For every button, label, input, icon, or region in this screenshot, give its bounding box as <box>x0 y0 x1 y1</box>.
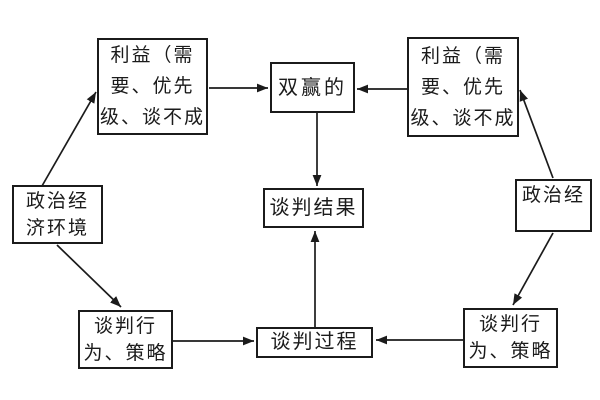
node-process-label: 谈判过程 <box>270 331 359 353</box>
node-behavior-right: 谈判行 为、策略 <box>463 308 558 368</box>
edge-environment-right-to-behavior-right <box>512 232 554 306</box>
node-interests-left: 利益（需 要、优先 级、谈不成 <box>97 38 208 135</box>
node-outcome: 谈判结果 <box>263 188 364 228</box>
edge-environment-left-to-interests-left <box>41 91 97 187</box>
node-outcome-label: 谈判结果 <box>269 196 358 219</box>
node-environment-left: 政治经 济环境 <box>12 185 103 244</box>
node-environment-left-label: 政治经 济环境 <box>25 190 89 239</box>
node-environment-right: 政治经 <box>515 179 592 232</box>
node-interests-left-label: 利益（需 要、优先 级、谈不成 <box>99 45 205 128</box>
node-interests-right: 利益（需 要、优先 级、谈不成 <box>407 37 519 137</box>
node-behavior-right-label: 谈判行 为、策略 <box>468 314 553 362</box>
edge-environment-right-to-interests-right <box>519 89 554 179</box>
node-behavior-left-label: 谈判行 为、策略 <box>83 315 168 364</box>
node-environment-right-label: 政治经 <box>521 185 585 206</box>
node-behavior-left: 谈判行 为、策略 <box>78 310 173 369</box>
node-interests-right-label: 利益（需 要、优先 级、谈不成 <box>410 45 516 129</box>
edge-environment-left-to-behavior-left <box>56 244 122 308</box>
node-win-win: 双赢的 <box>270 62 355 113</box>
node-process: 谈判过程 <box>256 327 373 358</box>
node-win-win-label: 双赢的 <box>278 76 347 99</box>
